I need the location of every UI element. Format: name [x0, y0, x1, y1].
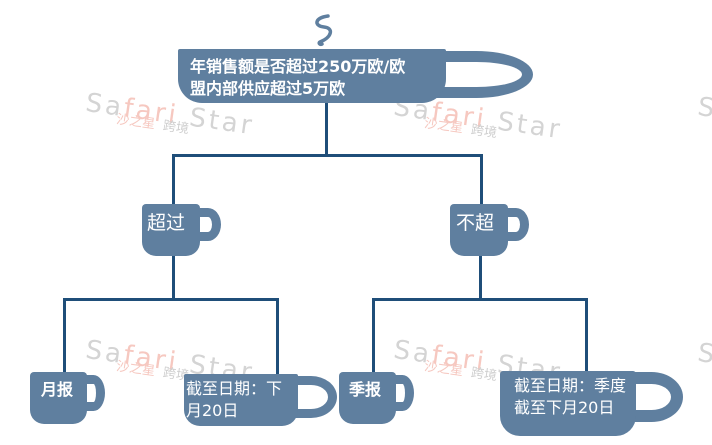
connector-not-exceed-down: [479, 254, 482, 300]
not-exceed-mug-body: [450, 204, 508, 256]
connector-left-horizontal: [63, 298, 279, 301]
quarterly-deadline-line1: 截至日期：季度: [514, 376, 627, 395]
quarterly-mug-body: [339, 372, 396, 424]
exceed-label: 超过: [147, 212, 186, 234]
root-question-line1: 年销售额是否超过250万欧/欧: [190, 57, 406, 76]
connector-right-horizontal: [372, 298, 588, 301]
quarterly-deadline-label: 截至日期：季度 截至下月20日: [514, 375, 626, 419]
quarterly-mug-handle: [391, 375, 414, 411]
connector-exceed-down: [172, 254, 175, 300]
monthly-deadline-label: 截至日期：下 月20日: [186, 378, 282, 422]
root-question: 年销售额是否超过250万欧/欧 盟内部供应超过5万欧: [190, 56, 405, 100]
connector-to-quarterly-deadline: [585, 298, 588, 373]
monthly-label: 月报: [41, 380, 74, 399]
connector-level1-horizontal: [172, 154, 483, 157]
connector-to-monthly-deadline: [276, 298, 279, 376]
steam-squiggle-icon: [315, 14, 333, 46]
root-mug-body: [178, 49, 446, 103]
connector-to-monthly: [63, 298, 66, 374]
monthly-deadline-line2: 月20日: [186, 401, 239, 420]
connector-to-quarterly: [372, 298, 375, 374]
monthly-mug-handle: [82, 375, 105, 411]
quarterly-deadline-mug-body: [500, 371, 636, 436]
monthly-mug-body: [30, 372, 87, 424]
connector-root-down: [325, 100, 328, 157]
monthly-deadline-line1: 截至日期：下: [186, 379, 283, 398]
not-exceed-label: 不超: [456, 212, 495, 234]
root-question-line2: 盟内部供应超过5万欧: [190, 79, 346, 98]
connector-to-not-exceed: [480, 154, 483, 204]
quarterly-label: 季报: [349, 380, 382, 399]
monthly-deadline-mug-body: [184, 374, 298, 426]
exceed-mug-body: [142, 204, 200, 256]
quarterly-deadline-line2: 截至下月20日: [514, 398, 615, 417]
connector-to-exceed: [172, 154, 175, 204]
